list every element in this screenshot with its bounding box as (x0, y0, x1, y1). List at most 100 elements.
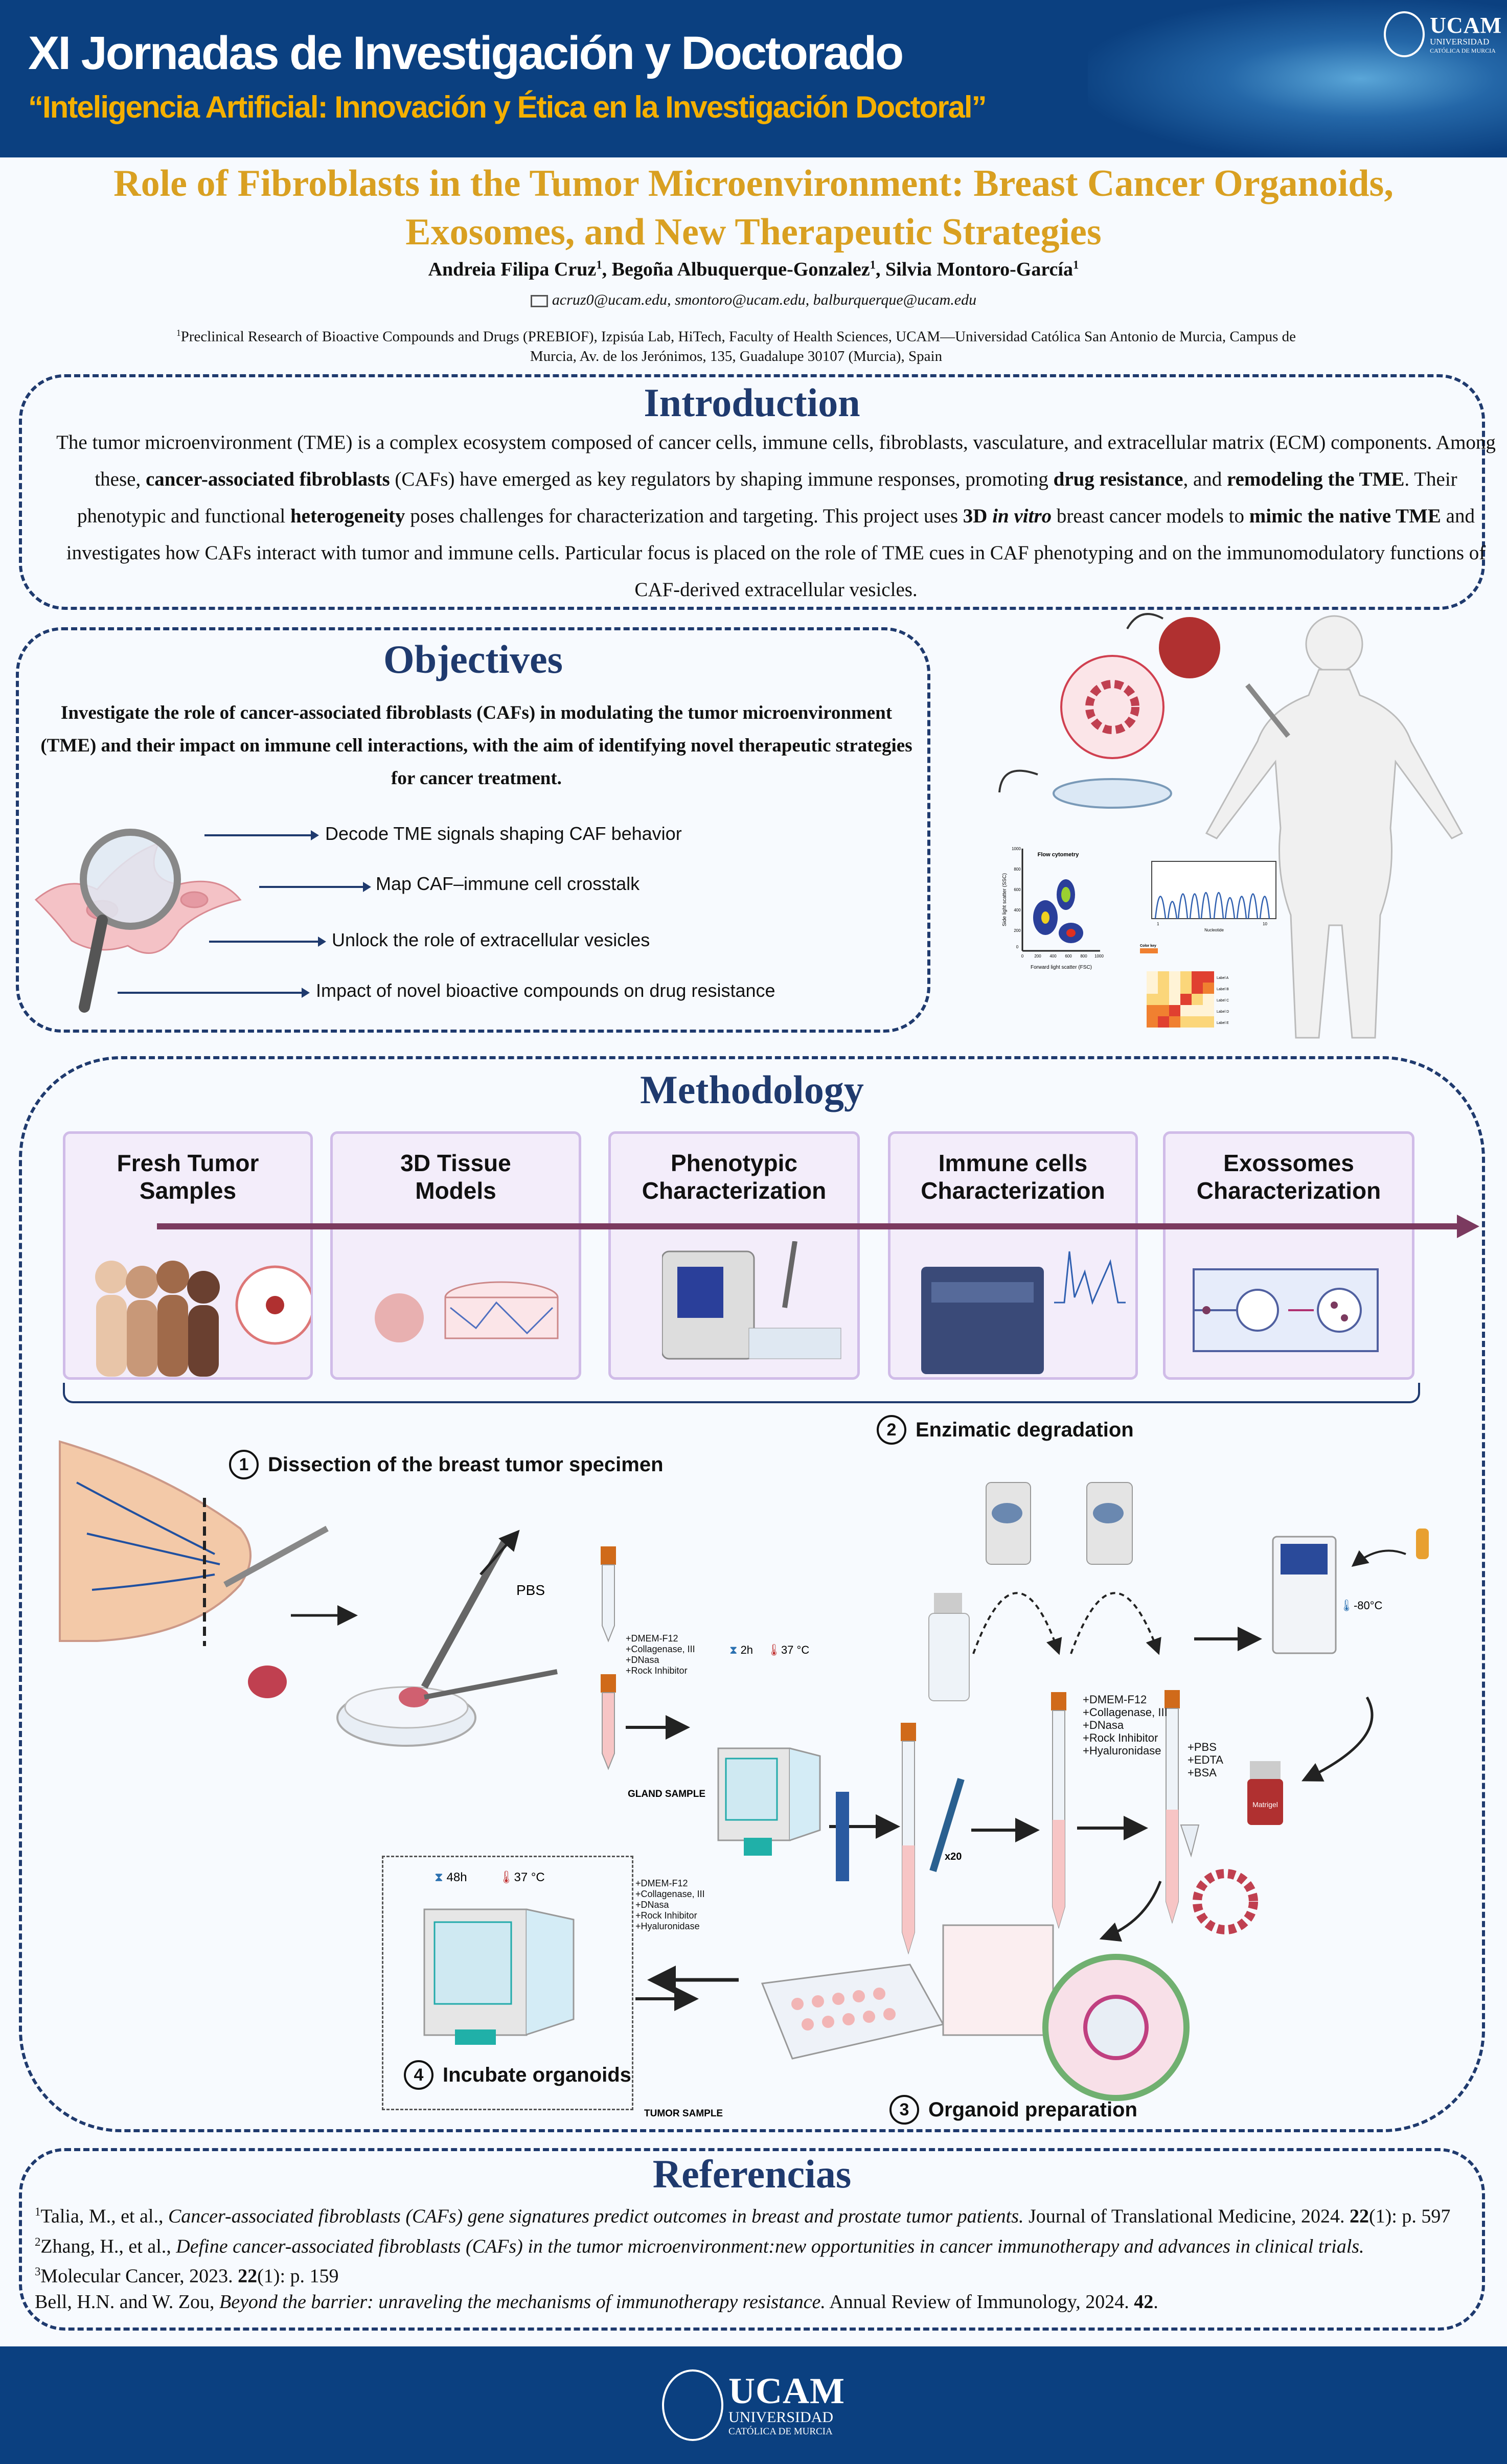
text-segment: 1 (176, 328, 181, 338)
seal-icon (1384, 11, 1425, 57)
pipette-tip-icon (1180, 1824, 1200, 1858)
text-segment: 3 (35, 2265, 41, 2278)
email-list[interactable]: acruz0@ucam.edu, smontoro@ucam.edu, balb… (552, 291, 977, 308)
petri-dish-icon (1053, 778, 1172, 809)
arrow-head-icon (1457, 1215, 1479, 1238)
logo-line2: CATÓLICA DE MURCIA (728, 2426, 833, 2437)
medium-label: +BSA (1188, 1766, 1217, 1779)
text-segment: 1 (870, 258, 876, 271)
petri-dish-tweezers-icon (336, 1537, 558, 1747)
temperature-label: 🌡37 °C (767, 1644, 809, 1656)
gland-media-list: +DMEM-F12+Collagenase, III+DNasa+Rock In… (626, 1633, 695, 1676)
bracket (63, 1383, 1420, 1403)
logo-line1: UNIVERSIDAD (1430, 36, 1490, 47)
cryovial-icon (1416, 1528, 1429, 1559)
heatmap-cell (1158, 994, 1169, 1005)
magnifier-icon (79, 829, 181, 1013)
flow-cytometer-icon (921, 1251, 1126, 1374)
text-segment: , Begoña Albuquerque-Gonzalez (602, 259, 870, 280)
text-segment: Talia, M., et al., (40, 2205, 168, 2227)
footer-banner: UCAM UNIVERSIDAD CATÓLICA DE MURCIA (0, 2346, 1507, 2464)
logo-line1: UNIVERSIDAD (728, 2409, 833, 2426)
tissue-model-icon (375, 1281, 559, 1342)
chromatogram: Nucleotide 1 10 (1151, 861, 1276, 932)
medium-label: +PBS (1188, 1741, 1217, 1753)
text-segment: 1 (35, 2205, 41, 2218)
temperature-label: 🌡37 °C (498, 1870, 545, 1884)
text-segment: 1 (596, 258, 602, 271)
falcon-tube-icon (901, 1723, 916, 1955)
medium-label: +Collagenase, III (1083, 1706, 1168, 1719)
y-tick: 200 (1014, 928, 1021, 933)
heatmap-cell (1158, 1005, 1169, 1016)
text-segment: 42 (1134, 2291, 1154, 2313)
heatmap-label: Label B (1217, 988, 1229, 991)
curved-arrow-icon (998, 769, 1038, 793)
header-image (1088, 0, 1507, 157)
reference-item: 1Talia, M., et al., Cancer-associated fi… (35, 2200, 1492, 2229)
flow-cytometry-plot: Flow cytometry Forward light scatter (FS… (1002, 847, 1104, 970)
text-segment: 22 (238, 2265, 258, 2287)
arrow-icon (259, 882, 371, 892)
x-tick: 200 (1034, 954, 1041, 959)
centrifuge-icon (1086, 1482, 1133, 1565)
logo-name: UCAM (1430, 12, 1502, 38)
tumor-sample-label: TUMOR SAMPLE (644, 2108, 723, 2119)
pipette-icon (782, 1241, 797, 1308)
heatmap-cell (1158, 983, 1169, 994)
text-segment: breast cancer models to (1052, 505, 1249, 527)
heatmap-cell (1180, 994, 1192, 1005)
event-subtitle: “Inteligencia Artificial: Innovación y É… (28, 90, 987, 124)
title-line-1: Role of Fibroblasts in the Tumor Microen… (113, 163, 1394, 204)
medium-label: +Hyaluronidase (1083, 1744, 1161, 1757)
tumor-media-list: +DMEM-F12+Collagenase, III+DNasa+Rock In… (635, 1878, 705, 1932)
well-zoom-icon (942, 1924, 1054, 2036)
heatmap-cell (1169, 1016, 1180, 1028)
timer-label: ⧗ 48h (435, 1870, 467, 1884)
freezer-temperature: 🌡-80°C (1339, 1599, 1383, 1612)
medium-label: +DNasa (626, 1655, 659, 1665)
digestion-media-list: +DMEM-F12+Collagenase, III+DNasa+Rock In… (1083, 1693, 1168, 1757)
chromatogram-xlabel: Nucleotide (1204, 928, 1224, 932)
text-segment: . Their phenotypic and functional (77, 468, 1457, 527)
arrow-icon (204, 830, 319, 840)
heatmap-label: Label C (1217, 999, 1229, 1002)
text-segment: Define cancer-associated fibroblasts (CA… (176, 2235, 1364, 2257)
heatmap-cell (1169, 971, 1180, 983)
objectives-heading: Objectives (383, 637, 563, 681)
tumor-analysis-illustration: Flow cytometry Forward light scatter (FS… (998, 613, 1464, 1039)
objectives-section: Objectives Investigate the role of cance… (16, 627, 930, 1033)
organoid-dome-icon (1193, 1869, 1258, 1934)
heatmap: Color key Label A Label B Label C Label … (1140, 944, 1229, 1028)
text-segment: Preclinical Research of Bioactive Compou… (180, 328, 1296, 364)
text-segment: 1 (1072, 258, 1079, 271)
heatmap-label: Label D (1217, 1010, 1229, 1014)
pipette-icon (929, 1777, 965, 1873)
text-segment: (1): p. 597 (1369, 2205, 1451, 2227)
text-segment: Andreia Filipa Cruz (428, 259, 597, 280)
women-silhouettes-icon (95, 1261, 311, 1377)
introduction-section: Introduction The tumor microenvironment … (19, 374, 1496, 610)
microfluidic-chip-icon (1193, 1268, 1379, 1352)
wash-media-list: +PBS+EDTA+BSA (1188, 1741, 1223, 1779)
logo-line2: CATÓLICA DE MURCIA (1430, 47, 1496, 54)
text-segment: in vitro (992, 505, 1052, 527)
scalpel-icon (223, 1525, 329, 1588)
event-title: XI Jornadas de Investigación y Doctorado (28, 27, 904, 79)
tumor-icon (1159, 617, 1220, 678)
references-heading: Referencias (652, 2152, 852, 2196)
reference-item: 3Molecular Cancer, 2023. 22(1): p. 159 (35, 2260, 1492, 2289)
medium-label: +Collagenase, III (635, 1889, 705, 1899)
text-segment: drug resistance (1053, 468, 1183, 490)
curved-arrow-icon (1126, 613, 1163, 629)
x-tick: 800 (1080, 954, 1087, 959)
logo-name: UCAM (728, 2370, 845, 2411)
analyzer-instrument-icon (662, 1241, 841, 1360)
